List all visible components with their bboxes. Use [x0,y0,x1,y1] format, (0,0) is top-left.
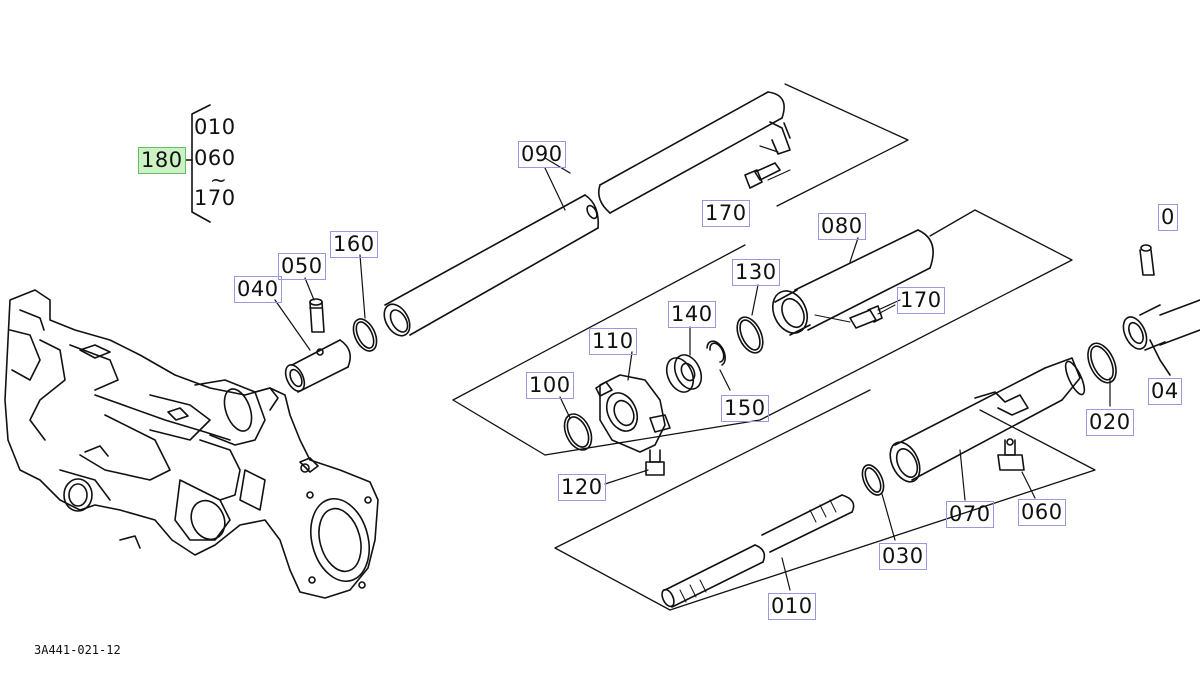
callout-030[interactable]: 030 [879,543,927,570]
callout-110[interactable]: 110 [589,328,637,355]
part-170-screw-middle [814,304,896,329]
part-080-tube [771,229,934,336]
callout-180-assembly[interactable]: 180 [138,147,186,174]
callout-020[interactable]: 020 [1086,409,1134,436]
callout-050[interactable]: 050 [278,253,326,280]
callout-partial-top-right[interactable]: 0 [1158,204,1178,231]
callout-150[interactable]: 150 [721,395,769,422]
callout-140[interactable]: 140 [668,301,716,328]
part-050-pin [309,298,325,333]
part-170-screw-upper [744,162,791,189]
part-110-housing [595,374,671,453]
assembly-item-first: 010 [194,115,236,139]
drawing-code: 3A441-021-12 [34,643,121,657]
callout-070[interactable]: 070 [946,501,994,528]
callout-080[interactable]: 080 [818,213,866,240]
lower-group-outline [554,389,1096,611]
part-090-tube [383,91,791,337]
leader-lines [274,145,1111,591]
callout-010[interactable]: 010 [768,593,816,620]
callout-160[interactable]: 160 [330,231,378,258]
part-010-shaft [661,494,855,608]
callout-090[interactable]: 090 [518,141,566,168]
assembly-range-symbol: ~ [210,168,227,192]
o-rings [352,316,1117,496]
part-070-tube [889,357,1086,483]
axle-housing [4,289,379,599]
right-edge-partial-parts [1122,244,1200,376]
callout-060[interactable]: 060 [1018,499,1066,526]
callout-170-upper[interactable]: 170 [702,200,750,227]
callout-170-middle[interactable]: 170 [897,287,945,314]
assembly-item-last: 170 [194,186,236,210]
upper-group-outline [544,83,909,207]
part-140-bearing [665,354,703,393]
callout-partial-right[interactable]: 04 [1148,378,1182,405]
part-040-sleeve [284,339,351,393]
callout-040[interactable]: 040 [234,276,282,303]
callout-100[interactable]: 100 [526,372,574,399]
part-120-bolt [645,449,665,476]
assembly-item-middle: 060 [194,146,236,170]
callout-130[interactable]: 130 [732,259,780,286]
part-060-bolt [997,438,1025,471]
callout-120[interactable]: 120 [558,474,606,501]
middle-group-outline [452,209,1073,456]
part-150-snap-ring [706,340,726,366]
